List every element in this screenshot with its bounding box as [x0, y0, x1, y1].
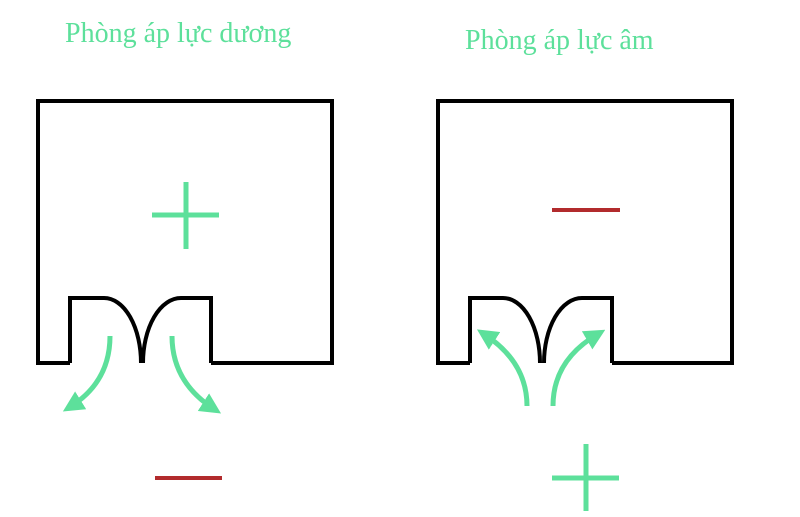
diagram-title-positive-pressure-room: Phòng áp lực dương: [65, 18, 292, 49]
right-door-leaf: [542, 296, 614, 364]
negative-pressure-room: [436, 99, 734, 511]
plus-icon: [552, 444, 619, 511]
left-door-leaf: [468, 296, 542, 364]
diagram-title-negative-pressure-room: Phòng áp lực âm: [465, 25, 654, 56]
airflow-arrow-out-left: [62, 335, 113, 412]
room-wall: [36, 99, 334, 365]
airflow-arrow-in-left: [476, 329, 530, 407]
left-door-leaf: [68, 296, 143, 364]
right-door-leaf: [141, 296, 213, 364]
airflow-arrow-out-right: [169, 335, 222, 414]
room-wall: [436, 99, 734, 365]
airflow-arrow-in-right: [550, 329, 606, 407]
plus-icon: [152, 182, 219, 249]
positive-pressure-room: [36, 99, 334, 480]
